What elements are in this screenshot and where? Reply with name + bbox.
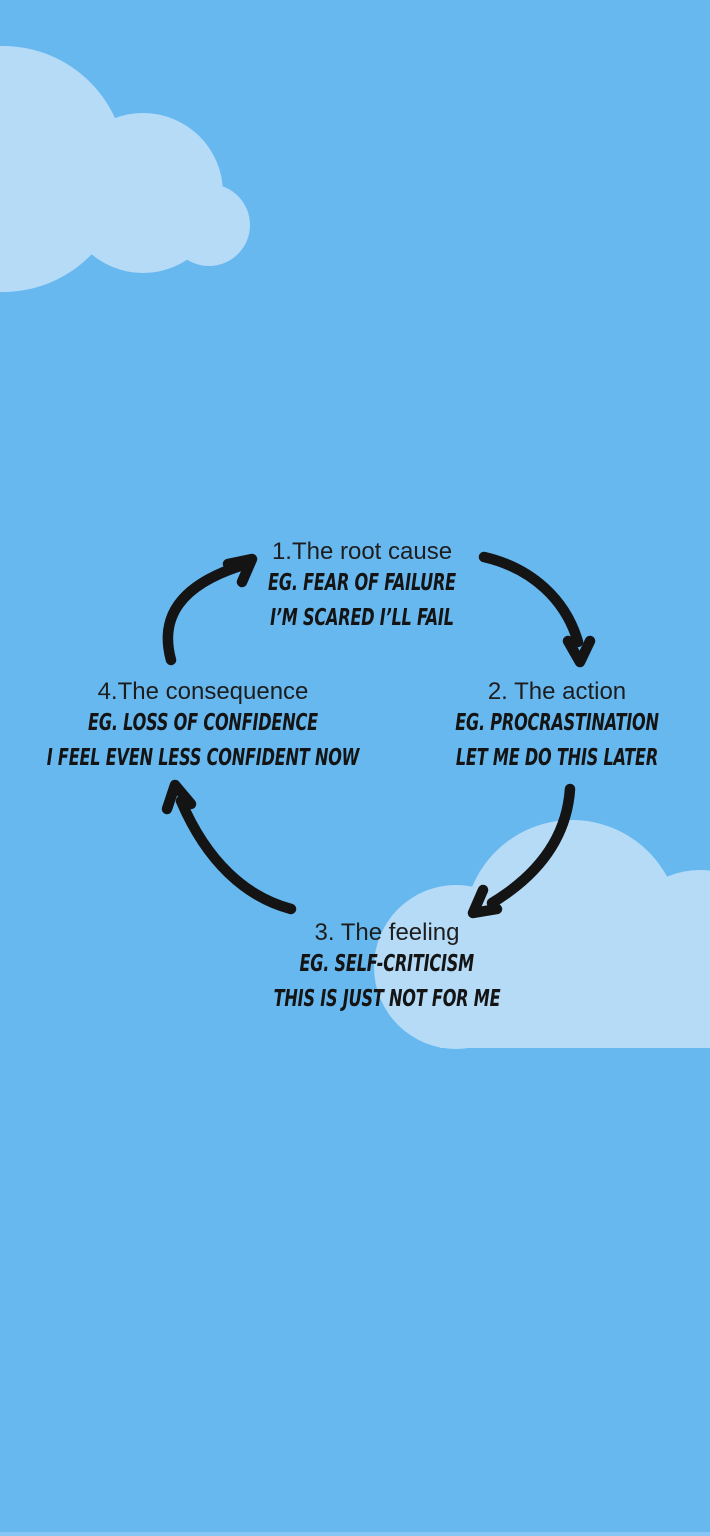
node-thought: THIS IS JUST NOT FOR ME bbox=[273, 986, 501, 1012]
cloud-base bbox=[440, 940, 710, 1048]
curved-arrow-root-cause-to-action bbox=[478, 551, 596, 668]
cycle-node-consequence: 4.The consequence EG. LOSS OF CONFIDENCE… bbox=[0, 677, 426, 777]
cycle-node-root-cause: 1.The root cause EG. FEAR OF FAILURE I’M… bbox=[228, 537, 496, 637]
node-title: 4.The consequence bbox=[97, 678, 309, 705]
node-title: 3. The feeling bbox=[314, 919, 460, 946]
cycle-node-action: 2. The action EG. PROCRASTINATION LET ME… bbox=[412, 677, 703, 777]
bottom-edge-strip bbox=[0, 1532, 710, 1536]
arrow-head bbox=[562, 635, 596, 668]
arrow-curve bbox=[478, 551, 584, 648]
node-thought: I’M SCARED I’LL FAIL bbox=[270, 605, 454, 631]
node-title: 1.The root cause bbox=[271, 538, 453, 565]
node-example: EG. SELF-CRITICISM bbox=[299, 951, 475, 977]
node-example: EG. FEAR OF FAILURE bbox=[268, 570, 456, 596]
cycle-node-feeling: 3. The feeling EG. SELF-CRITICISM THIS I… bbox=[225, 918, 549, 1018]
node-title: 2. The action bbox=[487, 678, 627, 705]
cloud-puff bbox=[168, 184, 250, 266]
curved-arrow-feeling-to-consequence bbox=[161, 779, 297, 915]
arrow-curve bbox=[175, 795, 297, 915]
arrow-head bbox=[161, 779, 197, 815]
node-example: EG. LOSS OF CONFIDENCE bbox=[88, 710, 318, 736]
node-thought: I FEEL EVEN LESS CONFIDENT NOW bbox=[46, 745, 360, 771]
node-thought: LET ME DO THIS LATER bbox=[455, 745, 659, 771]
node-example: EG. PROCRASTINATION bbox=[455, 710, 659, 736]
